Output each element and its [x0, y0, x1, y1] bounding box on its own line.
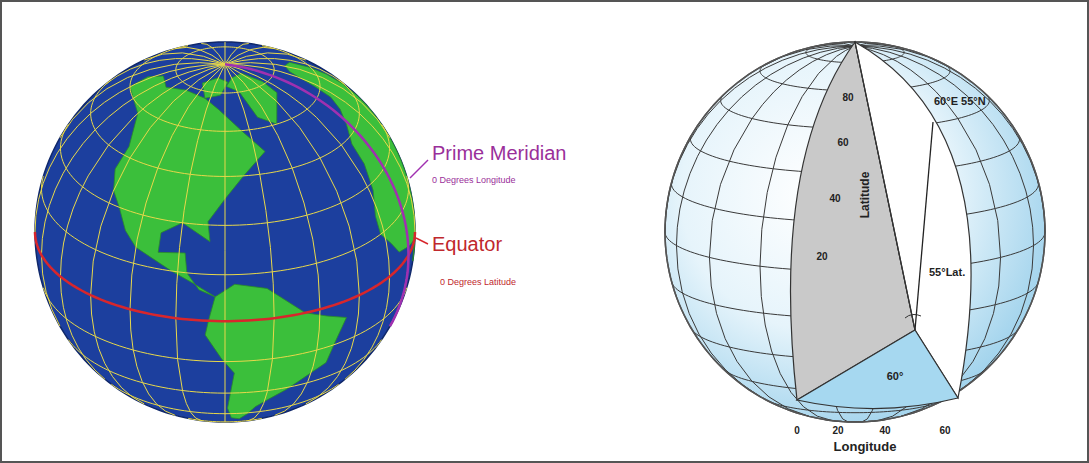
equator-floor	[797, 330, 958, 409]
latitude-tick: 40	[829, 193, 840, 204]
axis-title: Longitude	[834, 440, 897, 454]
longitude-tick: 0	[794, 425, 800, 436]
continent	[202, 78, 228, 98]
equator-note: 0 Degrees Latitude	[440, 278, 516, 288]
angle-label: 55°Lat.	[929, 266, 965, 278]
ocean	[35, 42, 415, 422]
equator-line	[35, 232, 415, 321]
point-radius	[915, 122, 933, 330]
longitude-tick: 60	[939, 425, 950, 436]
axis-line	[855, 42, 915, 330]
earth-globe	[35, 42, 415, 422]
continent	[226, 73, 277, 124]
angle-label: 60°	[887, 370, 904, 382]
globe-outline	[665, 42, 1045, 422]
graticule	[35, 42, 415, 422]
latitude-tick: 60	[837, 137, 848, 148]
axis-title: Latitude	[859, 172, 872, 219]
latitude-tick: 20	[816, 251, 827, 262]
globe-sphere	[665, 42, 1045, 422]
equator-title: Equator	[432, 233, 502, 255]
angle-arc	[905, 314, 921, 318]
grid-globe	[665, 42, 1045, 422]
longitude-tick: 20	[832, 425, 843, 436]
prime-meridian-line	[225, 64, 409, 326]
leader-line	[410, 160, 428, 178]
longitude-tick: 40	[879, 425, 890, 436]
continent	[205, 284, 346, 418]
leader-lines	[410, 160, 428, 244]
graticule	[665, 42, 1045, 422]
latitude-tick: 80	[842, 92, 853, 103]
leader-line	[416, 238, 428, 244]
meridian-title: Prime Meridian	[432, 142, 566, 164]
point-label: 60°E 55°N	[934, 95, 986, 107]
meridian-note: 0 Degrees Longitude	[432, 176, 516, 186]
